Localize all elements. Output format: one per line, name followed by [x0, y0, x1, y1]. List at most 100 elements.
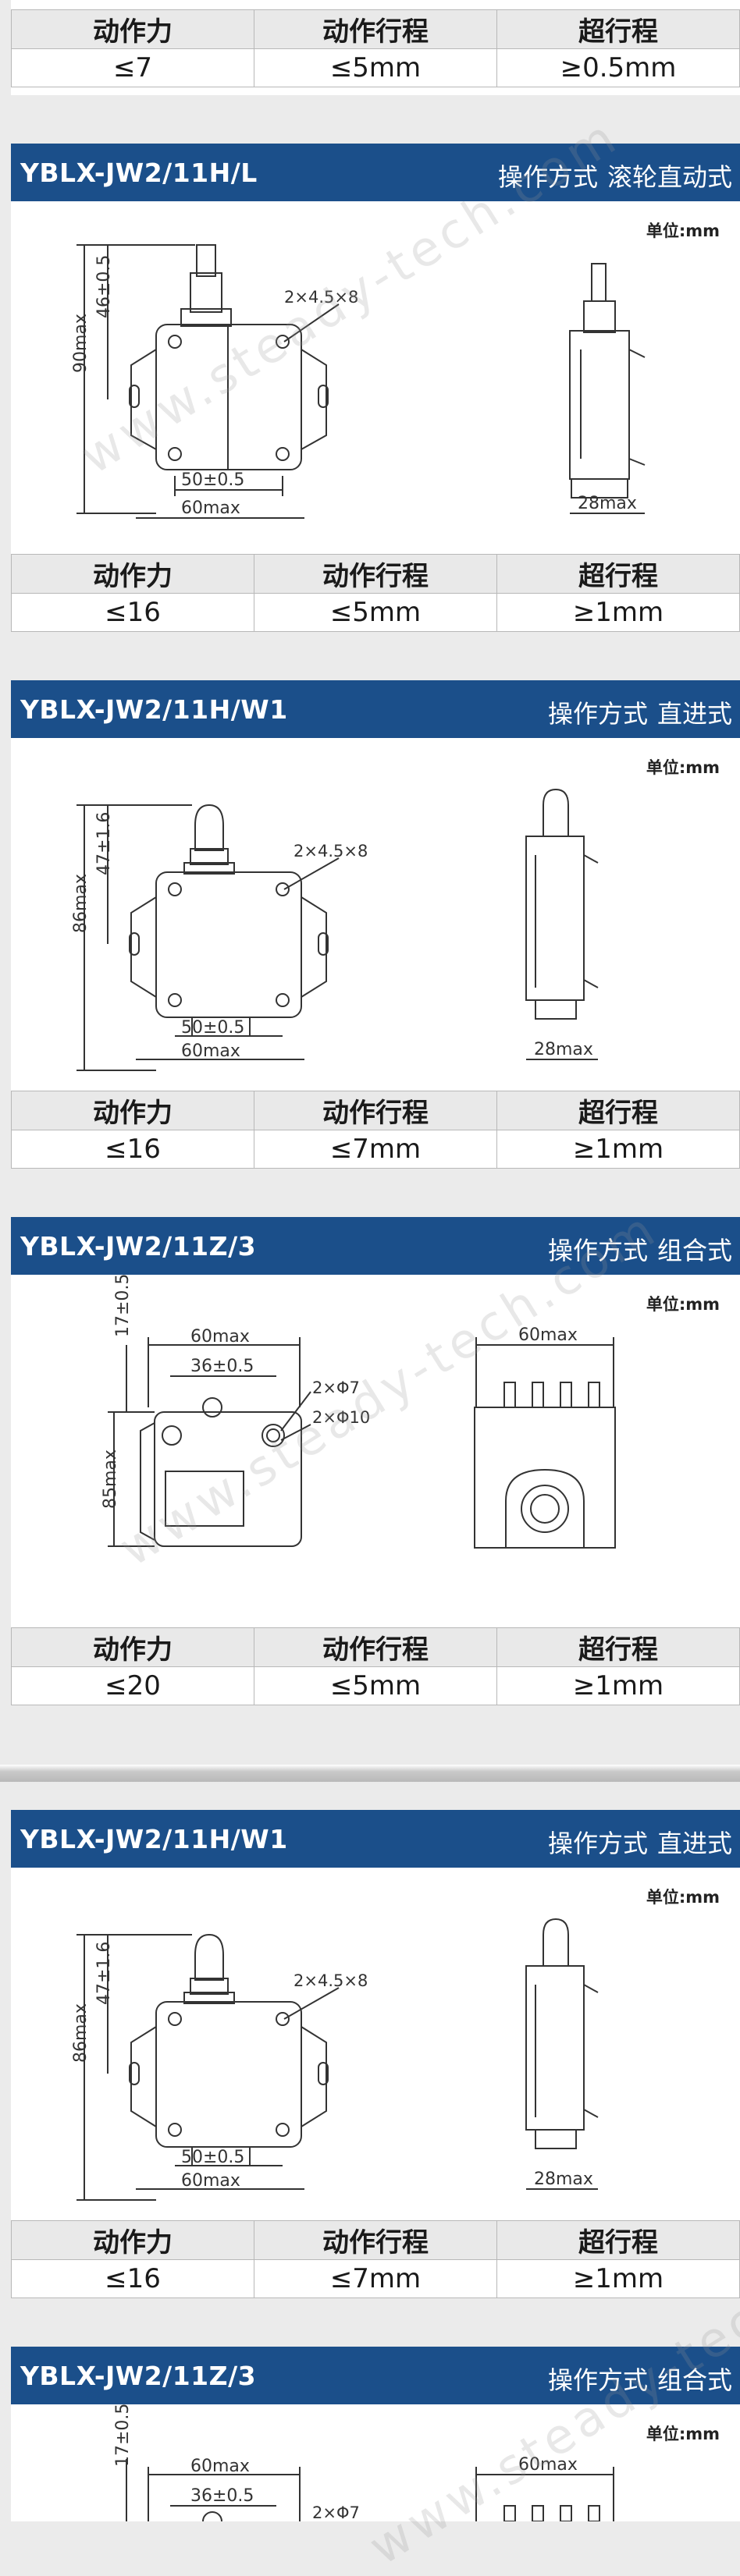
model-name: YBLX-JW2/11H/W1 — [20, 694, 288, 725]
spec-table: 动作力 动作行程 超行程 ≤16 ≤7mm ≥1mm — [11, 2220, 740, 2298]
header-action-force: 动作力 — [11, 9, 254, 49]
product-header: YBLX-JW2/11Z/3 操作方式组合式 — [11, 1217, 740, 1275]
unit-label: 单位:mm — [646, 2425, 720, 2443]
unit-label: 单位:mm — [646, 1888, 720, 1907]
drawing-svg: 86max 47±1.6 2×4.5×8 50±0.5 60max 28max — [71, 788, 599, 1071]
spec-table-row: ≤20 ≤5mm ≥1mm — [11, 1666, 740, 1705]
operation-label: 操作方式 — [547, 1829, 648, 1858]
spec-table: 动作力 动作行程 超行程 ≤16 ≤7mm ≥1mm — [11, 1091, 740, 1169]
header-over-travel: 超行程 — [496, 1091, 740, 1130]
dim-holes-b-label: 2×Φ10 — [312, 1408, 370, 1427]
spec-table-row: ≤16 ≤5mm ≥1mm — [11, 593, 740, 632]
header-action-force: 动作力 — [11, 2220, 254, 2260]
dim-side-width-label: 60max — [518, 2455, 578, 2475]
value-action-force: ≤16 — [11, 1130, 254, 1169]
spec-table-header: 动作力 动作行程 超行程 — [11, 2220, 740, 2260]
dimension-drawing: 单位:mm — [11, 201, 740, 554]
drawing-svg: 17±0.5 85max 60max 36±0.5 2×Φ7 2×Φ10 60m… — [101, 1275, 616, 1549]
dim-width-label: 60max — [190, 1327, 250, 1347]
header-over-travel: 超行程 — [496, 554, 740, 594]
model-name: YBLX-JW2/11H/W1 — [20, 1824, 288, 1854]
operation-type: 操作方式组合式 — [548, 2361, 732, 2397]
dim-height-label: 17±0.5 — [113, 2404, 133, 2467]
product-header: YBLX-JW2/11H/W1 操作方式直进式 — [11, 680, 740, 738]
dim-pitch-label: 50±0.5 — [181, 2148, 244, 2167]
drawing-svg: 90max 46±0.5 2×4.5×8 50±0.5 60max 28max — [71, 244, 646, 519]
unit-label: 单位:mm — [646, 758, 720, 777]
dim-holes-a-label: 2×Φ7 — [312, 2503, 360, 2521]
header-over-travel: 超行程 — [496, 2220, 740, 2260]
value-over-travel: ≥0.5mm — [496, 48, 740, 87]
spec-table: 动作力 动作行程 超行程 ≤16 ≤5mm ≥1mm — [11, 554, 740, 632]
operation-type: 操作方式滚轮直动式 — [498, 158, 732, 193]
value-action-travel: ≤5mm — [254, 48, 497, 87]
header-action-force: 动作力 — [11, 554, 254, 594]
header-action-travel: 动作行程 — [254, 1627, 497, 1667]
spec-table-header: 动作力 动作行程 超行程 — [11, 1091, 740, 1130]
dim-height-label: 47±1.6 — [94, 812, 114, 875]
dim-holes-a-label: 2×Φ7 — [312, 1378, 360, 1397]
product-header: YBLX-JW2/11H/W1 操作方式直进式 — [11, 1810, 740, 1868]
operation-value: 滚轮直动式 — [607, 162, 732, 192]
operation-type: 操作方式直进式 — [548, 1824, 732, 1860]
value-action-travel: ≤5mm — [254, 593, 497, 632]
value-over-travel: ≥1mm — [496, 593, 740, 632]
dim-total-label: 86max — [71, 874, 91, 933]
product-header: YBLX-JW2/11Z/3 操作方式组合式 — [11, 2347, 740, 2404]
spec-table-header: 动作力 动作行程 超行程 — [11, 9, 740, 49]
dim-height-label: 46±0.5 — [94, 255, 114, 318]
value-action-force: ≤20 — [11, 1666, 254, 1705]
header-over-travel: 超行程 — [496, 9, 740, 49]
value-action-force: ≤7 — [11, 48, 254, 87]
dim-holes-label: 2×4.5×8 — [294, 1971, 368, 1990]
product-card-3: YBLX-JW2/11Z/3 操作方式组合式 单位:mm — [11, 1217, 740, 1705]
value-action-travel: ≤5mm — [254, 1666, 497, 1705]
product-card-5: YBLX-JW2/11Z/3 操作方式组合式 单位:mm 17±0.5 60 — [11, 2347, 740, 2521]
spec-table-row: ≤7 ≤5mm ≥0.5mm — [11, 48, 740, 87]
value-action-force: ≤16 — [11, 593, 254, 632]
spec-table: 动作力 动作行程 超行程 ≤20 ≤5mm ≥1mm — [11, 1627, 740, 1705]
dim-holes-label: 2×4.5×8 — [284, 288, 358, 307]
value-over-travel: ≥1mm — [496, 1666, 740, 1705]
product-card-4: YBLX-JW2/11H/W1 操作方式直进式 单位:mm — [11, 1810, 740, 2298]
spec-table-row: ≤16 ≤7mm ≥1mm — [11, 1130, 740, 1169]
operation-type: 操作方式组合式 — [548, 1231, 732, 1267]
operation-value: 直进式 — [656, 699, 732, 729]
product-header: YBLX-JW2/11H/L 操作方式滚轮直动式 — [11, 144, 740, 201]
dim-depth-label: 28max — [534, 1040, 593, 1059]
dim-pitch-label: 36±0.5 — [190, 2486, 254, 2506]
header-action-travel: 动作行程 — [254, 2220, 497, 2260]
section-divider — [0, 1765, 740, 1782]
unit-label: 单位:mm — [646, 1295, 720, 1314]
dim-pitch-label: 50±0.5 — [181, 1018, 244, 1038]
header-action-force: 动作力 — [11, 1627, 254, 1667]
dim-total-label: 90max — [71, 314, 91, 373]
dim-width-label: 60max — [190, 2457, 250, 2476]
dim-pitch-label: 50±0.5 — [181, 470, 244, 490]
value-action-travel: ≤7mm — [254, 2259, 497, 2298]
operation-value: 组合式 — [656, 1236, 732, 1265]
dim-width-label: 60max — [181, 2171, 240, 2191]
operation-type: 操作方式直进式 — [548, 694, 732, 730]
value-over-travel: ≥1mm — [496, 2259, 740, 2298]
model-name: YBLX-JW2/11Z/3 — [20, 1231, 257, 1261]
dimension-drawing: 单位:mm — [11, 1868, 740, 2220]
dim-height-label: 17±0.5 — [113, 1275, 133, 1337]
dim-holes-label: 2×4.5×8 — [294, 842, 368, 860]
header-action-travel: 动作行程 — [254, 554, 497, 594]
product-card-1: YBLX-JW2/11H/L 操作方式滚轮直动式 单位:mm — [11, 144, 740, 632]
operation-label: 操作方式 — [497, 162, 598, 192]
unit-label: 单位:mm — [646, 222, 720, 240]
operation-label: 操作方式 — [547, 699, 648, 729]
dim-width-label: 60max — [181, 499, 240, 518]
dim-depth-label: 28max — [534, 2170, 593, 2189]
spec-table-header: 动作力 动作行程 超行程 — [11, 1627, 740, 1667]
operation-label: 操作方式 — [547, 1236, 648, 1265]
drawing-svg: 86max 47±1.6 2×4.5×8 50±0.5 60max 28max — [71, 1918, 599, 2201]
partial-spec-card: 动作力 动作行程 超行程 ≤7 ≤5mm ≥0.5mm — [11, 0, 740, 95]
product-card-2: YBLX-JW2/11H/W1 操作方式直进式 单位:mm — [11, 680, 740, 1169]
spec-table: 动作力 动作行程 超行程 ≤7 ≤5mm ≥0.5mm — [11, 9, 740, 87]
operation-label: 操作方式 — [547, 2365, 648, 2395]
value-over-travel: ≥1mm — [496, 1130, 740, 1169]
spec-table-row: ≤16 ≤7mm ≥1mm — [11, 2259, 740, 2298]
